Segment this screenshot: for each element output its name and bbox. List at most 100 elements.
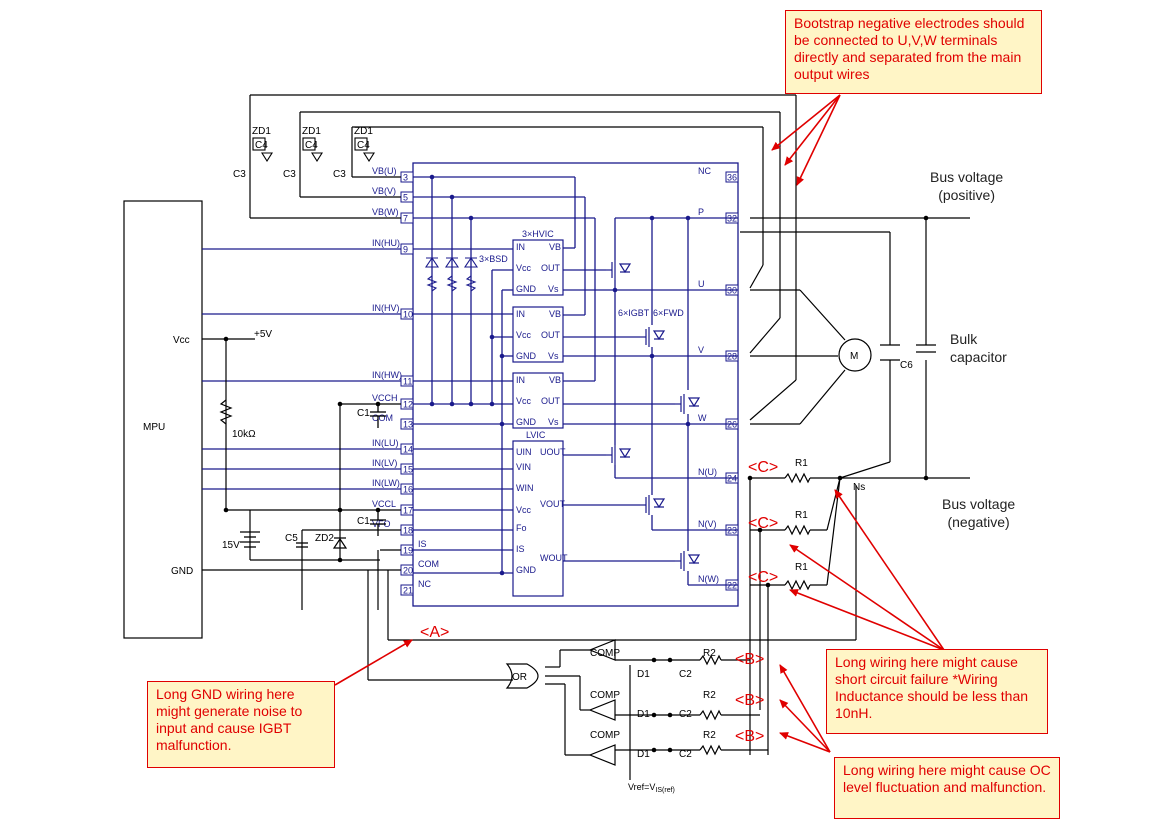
oc-detection — [505, 639, 768, 780]
right-pin-box — [725, 171, 739, 183]
marker-b-2: <B> — [735, 692, 764, 709]
gnd-label: GND — [171, 566, 193, 577]
red-arrows — [334, 94, 945, 753]
short-circuit-note: Long wiring here might cause short circu… — [826, 649, 1048, 734]
marker-a: <A> — [420, 624, 449, 641]
left-pin-number: 5 — [403, 193, 408, 203]
zd1-label-3: ZD1 — [354, 126, 373, 137]
r1-label-3: R1 — [795, 562, 808, 573]
svg-text:WOUT: WOUT — [540, 553, 568, 563]
left-pin-label: VCCH — [372, 393, 398, 403]
marker-c-2: <C> — [748, 515, 778, 532]
left-pin-number: 13 — [403, 420, 413, 430]
or-label: OR — [512, 672, 527, 683]
c2-label-3: C2 — [679, 749, 692, 760]
left-pin-label: IN(HV) — [372, 303, 400, 313]
left-pin-label: VCCL — [372, 499, 396, 509]
left-pin-label: VB(W) — [372, 207, 399, 217]
svg-text:GND: GND — [516, 417, 537, 427]
c6-label: C6 — [900, 360, 913, 371]
marker-c-1: <C> — [748, 459, 778, 476]
marker-c-3: <C> — [748, 569, 778, 586]
hvic-u — [512, 239, 564, 296]
left-pin-label: IS — [418, 539, 427, 549]
left-pin-number: 16 — [403, 485, 413, 495]
svg-text:Vs: Vs — [548, 351, 559, 361]
resistor-10k — [219, 399, 233, 425]
svg-text:UIN: UIN — [516, 447, 532, 457]
svg-text:IN: IN — [516, 375, 525, 385]
bootstrap-note: Bootstrap negative electrodes should be … — [785, 10, 1042, 94]
left-pin-label: VB(U) — [372, 166, 397, 176]
left-pin-label: IN(HU) — [372, 238, 400, 248]
bootstrap-wires — [249, 94, 797, 421]
left-pin-number: 20 — [403, 566, 413, 576]
mpu-block — [123, 200, 203, 639]
left-pin-number: 11 — [403, 377, 412, 387]
vcc-label: Vcc — [173, 335, 190, 346]
ns-label: Ns — [853, 482, 865, 493]
r2-label-3: R2 — [703, 730, 716, 741]
c4-label-3: C4 — [357, 140, 370, 151]
c1-label-a: C1 — [357, 408, 370, 419]
right-pin-label: N(V) — [698, 519, 717, 529]
left-pin-label: COM — [418, 559, 439, 569]
c3-label-3: C3 — [333, 169, 346, 180]
comp-label-2: COMP — [590, 690, 620, 701]
left-pin-number: 10 — [403, 310, 413, 320]
svg-text:Vcc: Vcc — [516, 263, 532, 273]
bootstrap-caps — [252, 137, 375, 163]
r2-label-2: R2 — [703, 690, 716, 701]
left-pin-number: 18 — [403, 526, 413, 536]
c2-label-2: C2 — [679, 709, 692, 720]
battery-15v — [240, 531, 260, 548]
motor — [838, 338, 872, 372]
left-pin-label: VB(V) — [372, 186, 396, 196]
d1-label-1: D1 — [637, 669, 650, 680]
svg-text:GND: GND — [516, 565, 537, 575]
c3-label-2: C3 — [283, 169, 296, 180]
left-pin-number: 15 — [403, 465, 413, 475]
right-pin-label: P — [698, 207, 704, 217]
left-pin-label: IN(LU) — [372, 438, 399, 448]
lvic-label: LVIC — [526, 430, 546, 440]
c4-label-2: C4 — [305, 140, 318, 151]
marker-b-1: <B> — [735, 651, 764, 668]
right-pin-label: W — [698, 413, 707, 423]
lvic — [512, 440, 564, 597]
svg-text:OUT: OUT — [541, 263, 561, 273]
mpu-label: MPU — [143, 422, 165, 433]
c2-label-1: C2 — [679, 669, 692, 680]
right-pin-label: V — [698, 345, 704, 355]
svg-text:Vs: Vs — [548, 284, 559, 294]
v15-label: 15V — [222, 540, 240, 551]
fwd-label: 6×FWD — [653, 308, 684, 318]
plus5v-label: +5V — [254, 329, 272, 340]
supply-wires — [202, 338, 857, 681]
hvic-v — [512, 306, 564, 363]
bus-positive-label: Bus voltage(positive) — [930, 169, 1004, 203]
left-pin-number: 21 — [403, 586, 413, 596]
marker-b-3: <B> — [735, 728, 764, 745]
svg-text:Vcc: Vcc — [516, 396, 532, 406]
igbt-label: 6×IGBT — [618, 308, 650, 318]
comp-label-1: COMP — [590, 648, 620, 659]
svg-text:OUT: OUT — [541, 396, 561, 406]
comp-label-3: COMP — [590, 730, 620, 741]
motor-label: M — [850, 351, 858, 362]
r10k-label: 10kΩ — [232, 429, 256, 440]
zd1-label-1: ZD1 — [252, 126, 271, 137]
zd2-label: ZD2 — [315, 533, 334, 544]
zener-zd2 — [332, 537, 348, 549]
c4-label-1: C4 — [255, 140, 268, 151]
svg-text:VB: VB — [549, 375, 561, 385]
right-pin-label: N(W) — [698, 574, 719, 584]
oc-note: Long wiring here might cause OC level fl… — [834, 757, 1060, 819]
right-pin-number: 36 — [727, 173, 737, 183]
internal-wiring — [413, 176, 738, 586]
r1-label-2: R1 — [795, 510, 808, 521]
